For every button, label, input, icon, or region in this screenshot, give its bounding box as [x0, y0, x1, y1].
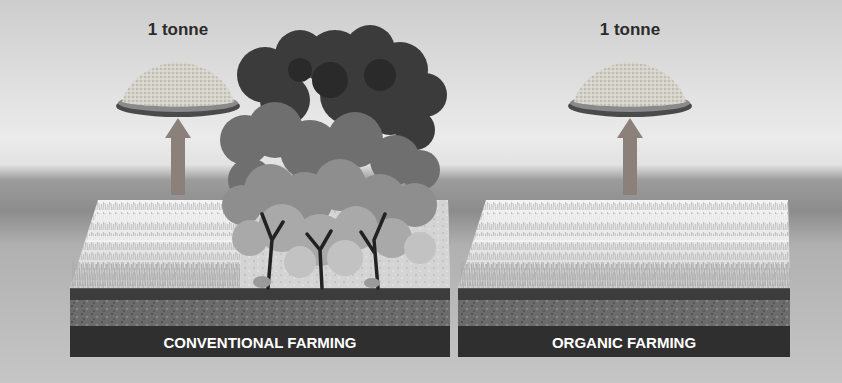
conventional-plot: [70, 200, 450, 357]
grain-pile: [574, 62, 686, 107]
quantity-label: 1 tonne: [600, 20, 660, 40]
organic-plot: [482, 214, 788, 220]
yield-arrow: [171, 138, 185, 195]
conventional-plot: [70, 326, 450, 357]
yield-arrow: [623, 138, 637, 195]
forest-trees: [327, 240, 363, 276]
organic-plot: [458, 200, 790, 288]
conventional-plot: [86, 236, 241, 242]
organic-plot: [458, 300, 790, 326]
organic-plot: [458, 288, 790, 289]
conventional-plot: [70, 288, 450, 289]
forest-trees: [284, 246, 316, 278]
grain-pile: [574, 62, 686, 107]
plot-label: ORGANIC FARMING: [552, 334, 696, 352]
quantity-label: 1 tonne: [148, 20, 208, 40]
grain-pile: [122, 62, 234, 107]
forest-trees: [262, 214, 385, 288]
forest-trees: [220, 25, 447, 288]
forest-trees: [288, 58, 396, 98]
conventional-plot: [70, 300, 450, 326]
organic-plot: [458, 288, 790, 300]
forest-trees: [253, 276, 271, 288]
forest-trees: [364, 59, 396, 91]
grain-pile: [116, 62, 240, 117]
conventional-plot: [94, 214, 242, 220]
grain-pile: [122, 62, 234, 107]
organic-plot: [458, 326, 790, 357]
farm-plot: CONVENTIONAL FARMING: [70, 195, 450, 357]
forest-trees: [312, 62, 348, 98]
forest-trees: [284, 232, 436, 278]
forest-trees: [253, 276, 380, 288]
organic-plot: [474, 236, 789, 242]
grain-pile: [568, 62, 692, 117]
forest-trees: [404, 232, 436, 264]
plot-label: CONVENTIONAL FARMING: [163, 334, 356, 352]
quantity-pile: 1 tonne: [565, 18, 695, 118]
organic-plot: [458, 300, 790, 326]
farm-plot: ORGANIC FARMING: [458, 195, 790, 357]
organic-plot: [460, 262, 790, 288]
quantity-pile: 1 tonne: [113, 18, 243, 118]
forest-trees: [288, 58, 312, 82]
conventional-plot: [72, 262, 240, 288]
forest-trees: [307, 231, 331, 288]
conventional-plot: [70, 200, 242, 288]
forest-trees: [361, 214, 385, 288]
organic-plot: [458, 200, 790, 357]
conventional-plot: [70, 288, 450, 300]
conventional-plot: [70, 300, 450, 326]
forest-trees: [364, 278, 380, 288]
organic-plot: [458, 200, 790, 288]
